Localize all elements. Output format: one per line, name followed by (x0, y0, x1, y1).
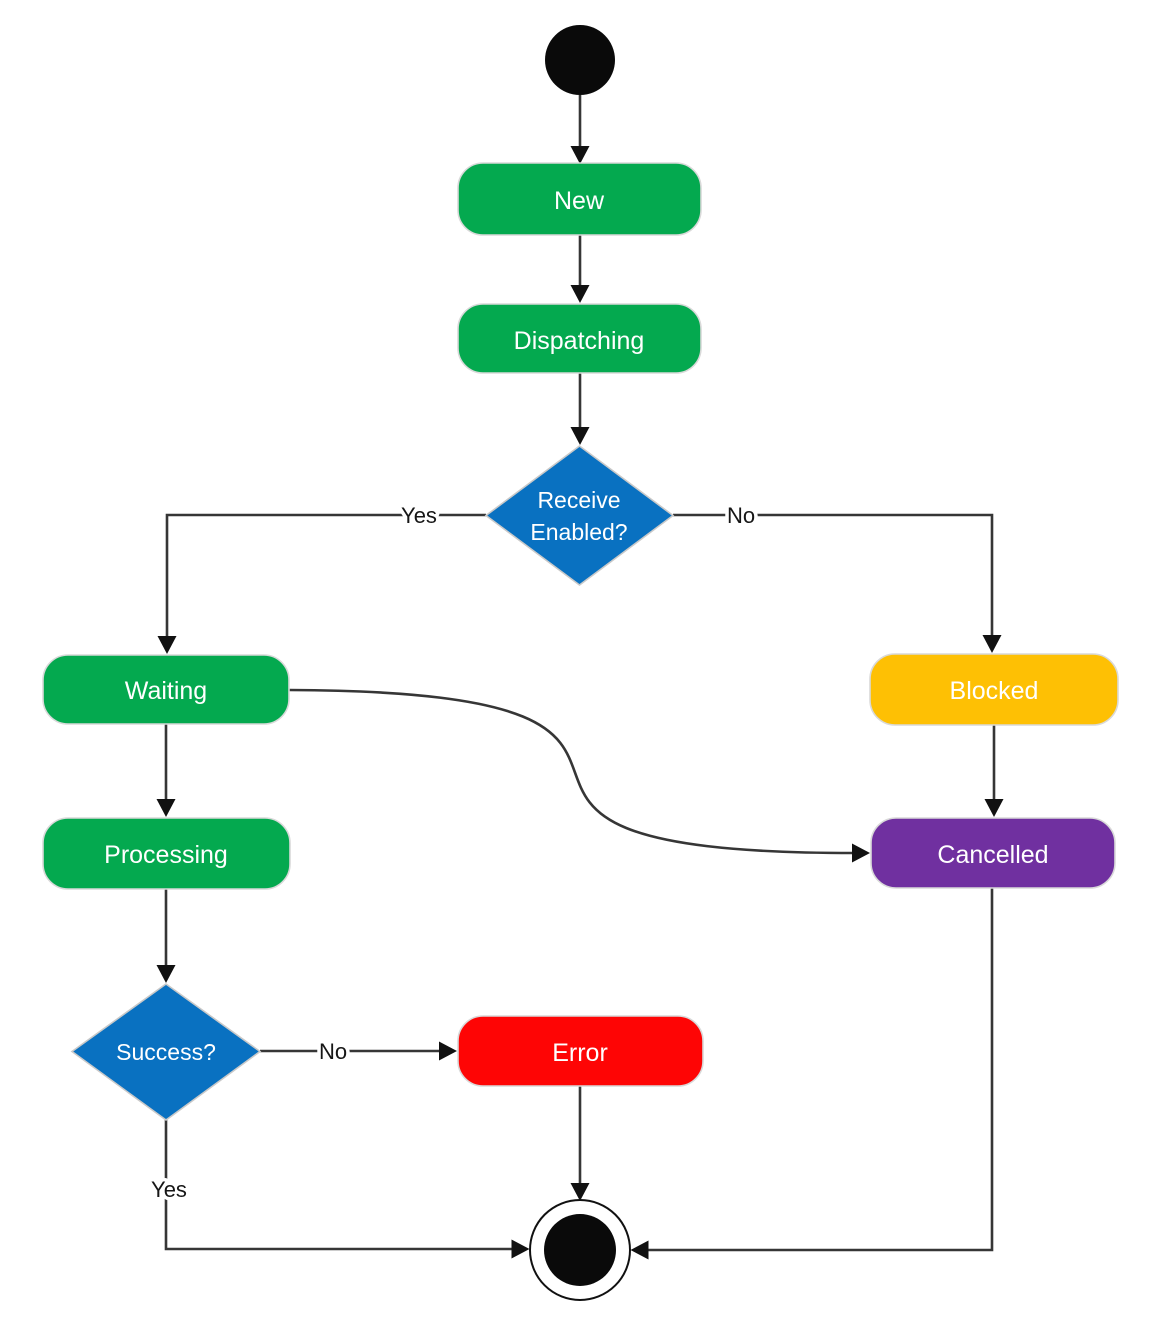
svg-text:No: No (727, 503, 755, 528)
svg-text:Error: Error (552, 1039, 608, 1067)
svg-text:Enabled?: Enabled? (530, 519, 627, 545)
svg-text:No: No (319, 1039, 347, 1064)
svg-text:New: New (554, 187, 605, 215)
svg-text:Waiting: Waiting (125, 677, 207, 705)
svg-text:Yes: Yes (401, 503, 437, 528)
svg-text:Blocked: Blocked (950, 677, 1039, 705)
svg-text:Receive: Receive (537, 487, 620, 513)
svg-text:Dispatching: Dispatching (514, 327, 645, 355)
svg-text:Success?: Success? (116, 1039, 216, 1065)
svg-text:Cancelled: Cancelled (937, 841, 1048, 869)
svg-text:Yes: Yes (151, 1177, 187, 1202)
svg-text:Processing: Processing (104, 841, 228, 869)
